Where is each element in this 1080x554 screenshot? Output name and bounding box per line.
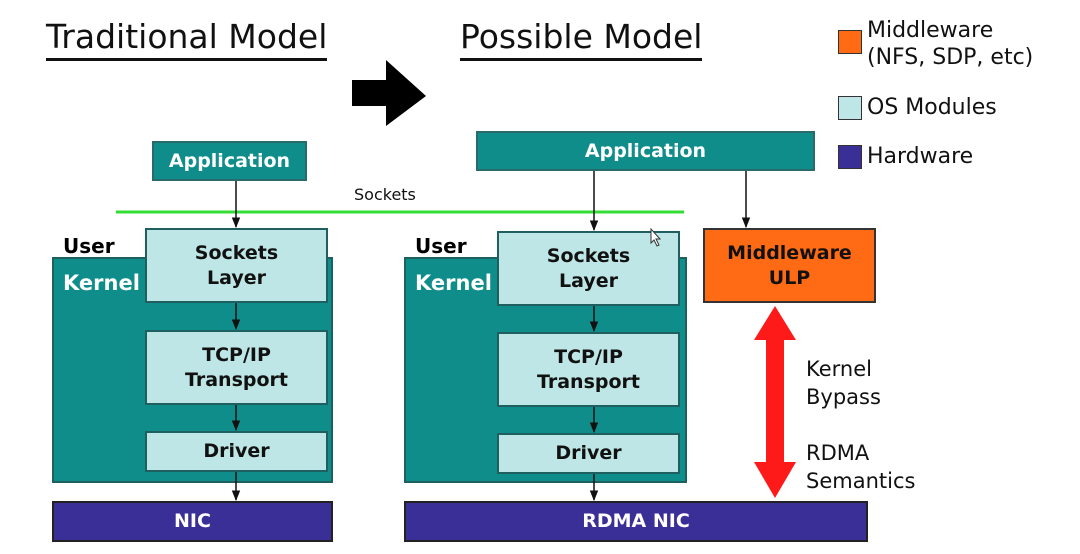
middleware-ulp-box: Middleware ULP — [703, 228, 876, 303]
legend-hardware-swatch — [838, 145, 862, 169]
legend-middleware-label: Middleware (NFS, SDP, etc) — [867, 18, 1034, 70]
legend-os-modules-swatch — [838, 96, 862, 120]
traditional-tcpip-transport-box: TCP/IP Transport — [145, 330, 328, 405]
traditional-user-label: User — [63, 234, 115, 258]
mouse-pointer-icon — [650, 227, 662, 247]
double-arrow-icon — [754, 306, 796, 498]
possible-model-title: Possible Model — [460, 18, 703, 61]
rdma-semantics-label: RDMA Semantics — [806, 441, 916, 493]
possible-application-box: Application — [476, 131, 815, 171]
right-arrow-icon — [352, 60, 426, 126]
possible-tcpip-transport-box: TCP/IP Transport — [497, 332, 680, 407]
traditional-kernel-label: Kernel — [63, 271, 140, 295]
rdma-nic-box: RDMA NIC — [404, 501, 868, 542]
legend-hardware-label: Hardware — [867, 144, 974, 169]
possible-user-label: User — [415, 234, 467, 258]
traditional-nic-box: NIC — [52, 501, 333, 542]
traditional-model-title: Traditional Model — [46, 18, 328, 61]
traditional-application-box: Application — [152, 141, 307, 181]
possible-driver-box: Driver — [497, 433, 680, 474]
legend-middleware-swatch — [838, 30, 862, 54]
sockets-label: Sockets — [354, 185, 416, 204]
legend-os-modules-label: OS Modules — [867, 95, 997, 120]
traditional-sockets-layer-box: Sockets Layer — [145, 228, 328, 303]
traditional-driver-box: Driver — [145, 431, 328, 472]
possible-sockets-layer-box: Sockets Layer — [497, 231, 680, 306]
possible-kernel-label: Kernel — [415, 271, 492, 295]
kernel-bypass-label: Kernel Bypass — [806, 357, 881, 409]
